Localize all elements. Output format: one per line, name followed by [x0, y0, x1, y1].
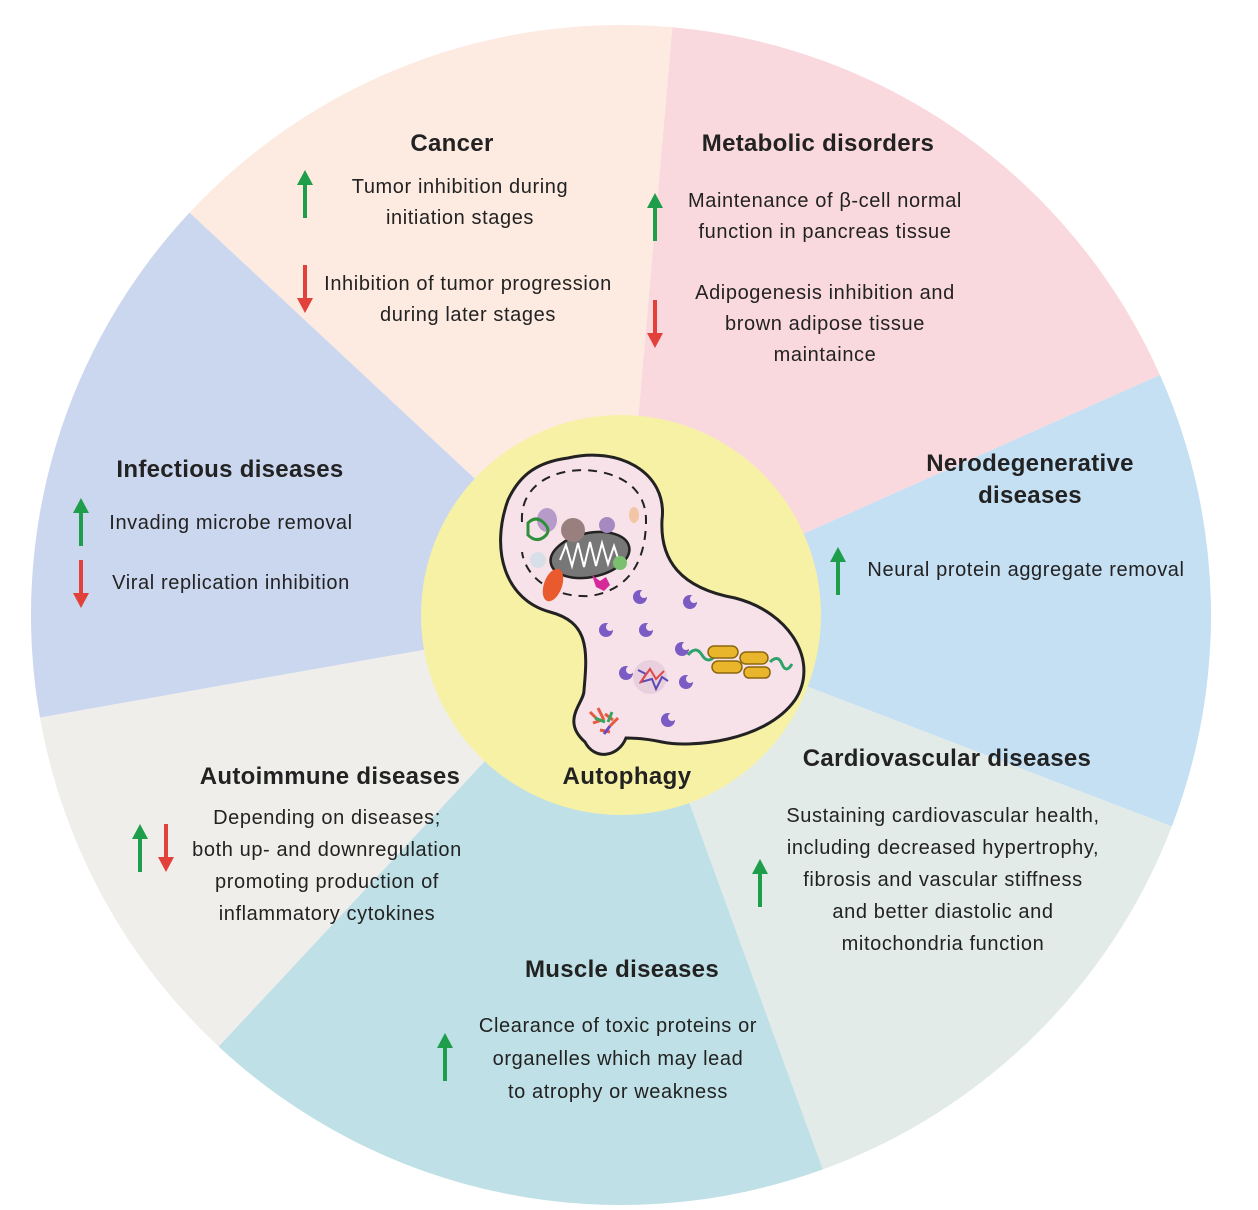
sector-title: Infectious diseases — [116, 456, 343, 483]
autophagy-cell-illustration — [499, 453, 806, 756]
protein-aggregate-icon — [613, 556, 627, 570]
sector-title: Muscle diseases — [525, 956, 719, 983]
lysosome-icon — [619, 666, 634, 680]
sector-title: diseases — [978, 482, 1082, 509]
effect-text: Neural protein aggregate removal — [867, 559, 1184, 581]
effect-text: Invading microbe removal — [109, 512, 352, 534]
sector-neuro — [621, 375, 1212, 827]
protein-aggregate-icon — [537, 508, 557, 532]
up-arrow-icon — [132, 824, 148, 872]
lysosome-icon — [639, 623, 654, 637]
effect-text: Clearance of toxic proteins or — [479, 1015, 757, 1037]
sector-title: Metabolic disorders — [702, 130, 934, 157]
up-arrow-icon — [73, 498, 89, 546]
protein-aggregate-icon — [530, 552, 546, 568]
up-arrow-icon — [830, 547, 846, 595]
organelle-icon — [542, 568, 564, 602]
phagophore-membrane — [520, 468, 648, 598]
down-arrow-icon — [158, 824, 174, 872]
up-arrow-icon — [647, 193, 663, 241]
receptor-complex-icon — [686, 645, 794, 679]
protein-aggregate-icon — [561, 518, 585, 542]
center-label: Autophagy — [563, 763, 692, 790]
up-arrow-icon — [297, 170, 313, 218]
effect-text: Inhibition of tumor progression — [324, 273, 612, 295]
effect-text: Tumor inhibition during — [352, 176, 569, 198]
effect-text: function in pancreas tissue — [698, 221, 951, 243]
effect-text: maintaince — [774, 344, 877, 366]
protein-aggregate-icon — [629, 507, 639, 523]
lysosome-icon — [683, 595, 698, 609]
effect-text: Viral replication inhibition — [112, 572, 350, 594]
effect-text: promoting production of — [215, 871, 439, 893]
lysosome-icon — [633, 590, 648, 604]
microbe-icon — [526, 517, 550, 542]
sector-title: Cancer — [410, 130, 493, 157]
sector-title: Cardiovascular diseases — [803, 745, 1091, 772]
protein-aggregate-cluster-icon — [633, 660, 669, 694]
lysosome-icon — [599, 623, 614, 637]
lysosome-vesicles — [599, 590, 698, 727]
lysosome-icon — [679, 675, 694, 689]
sector-title: Nerodegenerative — [926, 450, 1134, 477]
effect-text: inflammatory cytokines — [219, 903, 436, 925]
effect-text: Sustaining cardiovascular health, — [786, 805, 1099, 827]
effect-text: Maintenance of β-cell normal — [688, 190, 962, 212]
effect-text: brown adipose tissue — [725, 313, 925, 335]
lysosome-icon — [675, 642, 690, 656]
protein-aggregate-icon — [599, 517, 615, 533]
sector-title: Autoimmune diseases — [200, 763, 460, 790]
down-arrow-icon — [297, 265, 313, 313]
effect-text: during later stages — [380, 304, 556, 326]
lysosome-icon — [661, 713, 676, 727]
mitochondrion-icon — [549, 530, 631, 580]
down-arrow-icon — [647, 300, 663, 348]
effect-text: mitochondria function — [842, 933, 1045, 955]
effect-text: initiation stages — [386, 207, 534, 229]
protein-aggregate-icon — [592, 575, 610, 591]
effect-text: fibrosis and vascular stiffness — [803, 869, 1082, 891]
up-arrow-icon — [752, 859, 768, 907]
up-arrow-icon — [437, 1033, 453, 1081]
effect-text: and better diastolic and — [832, 901, 1053, 923]
effect-text: both up- and downregulation — [192, 839, 462, 861]
effect-text: including decreased hypertrophy, — [787, 837, 1099, 859]
effect-text: Depending on diseases; — [213, 807, 441, 829]
effect-text: to atrophy or weakness — [508, 1081, 728, 1103]
autophagic-body-icon — [588, 707, 620, 735]
down-arrow-icon — [73, 560, 89, 608]
effect-text: Adipogenesis inhibition and — [695, 282, 955, 304]
effect-text: organelles which may lead — [493, 1048, 744, 1070]
